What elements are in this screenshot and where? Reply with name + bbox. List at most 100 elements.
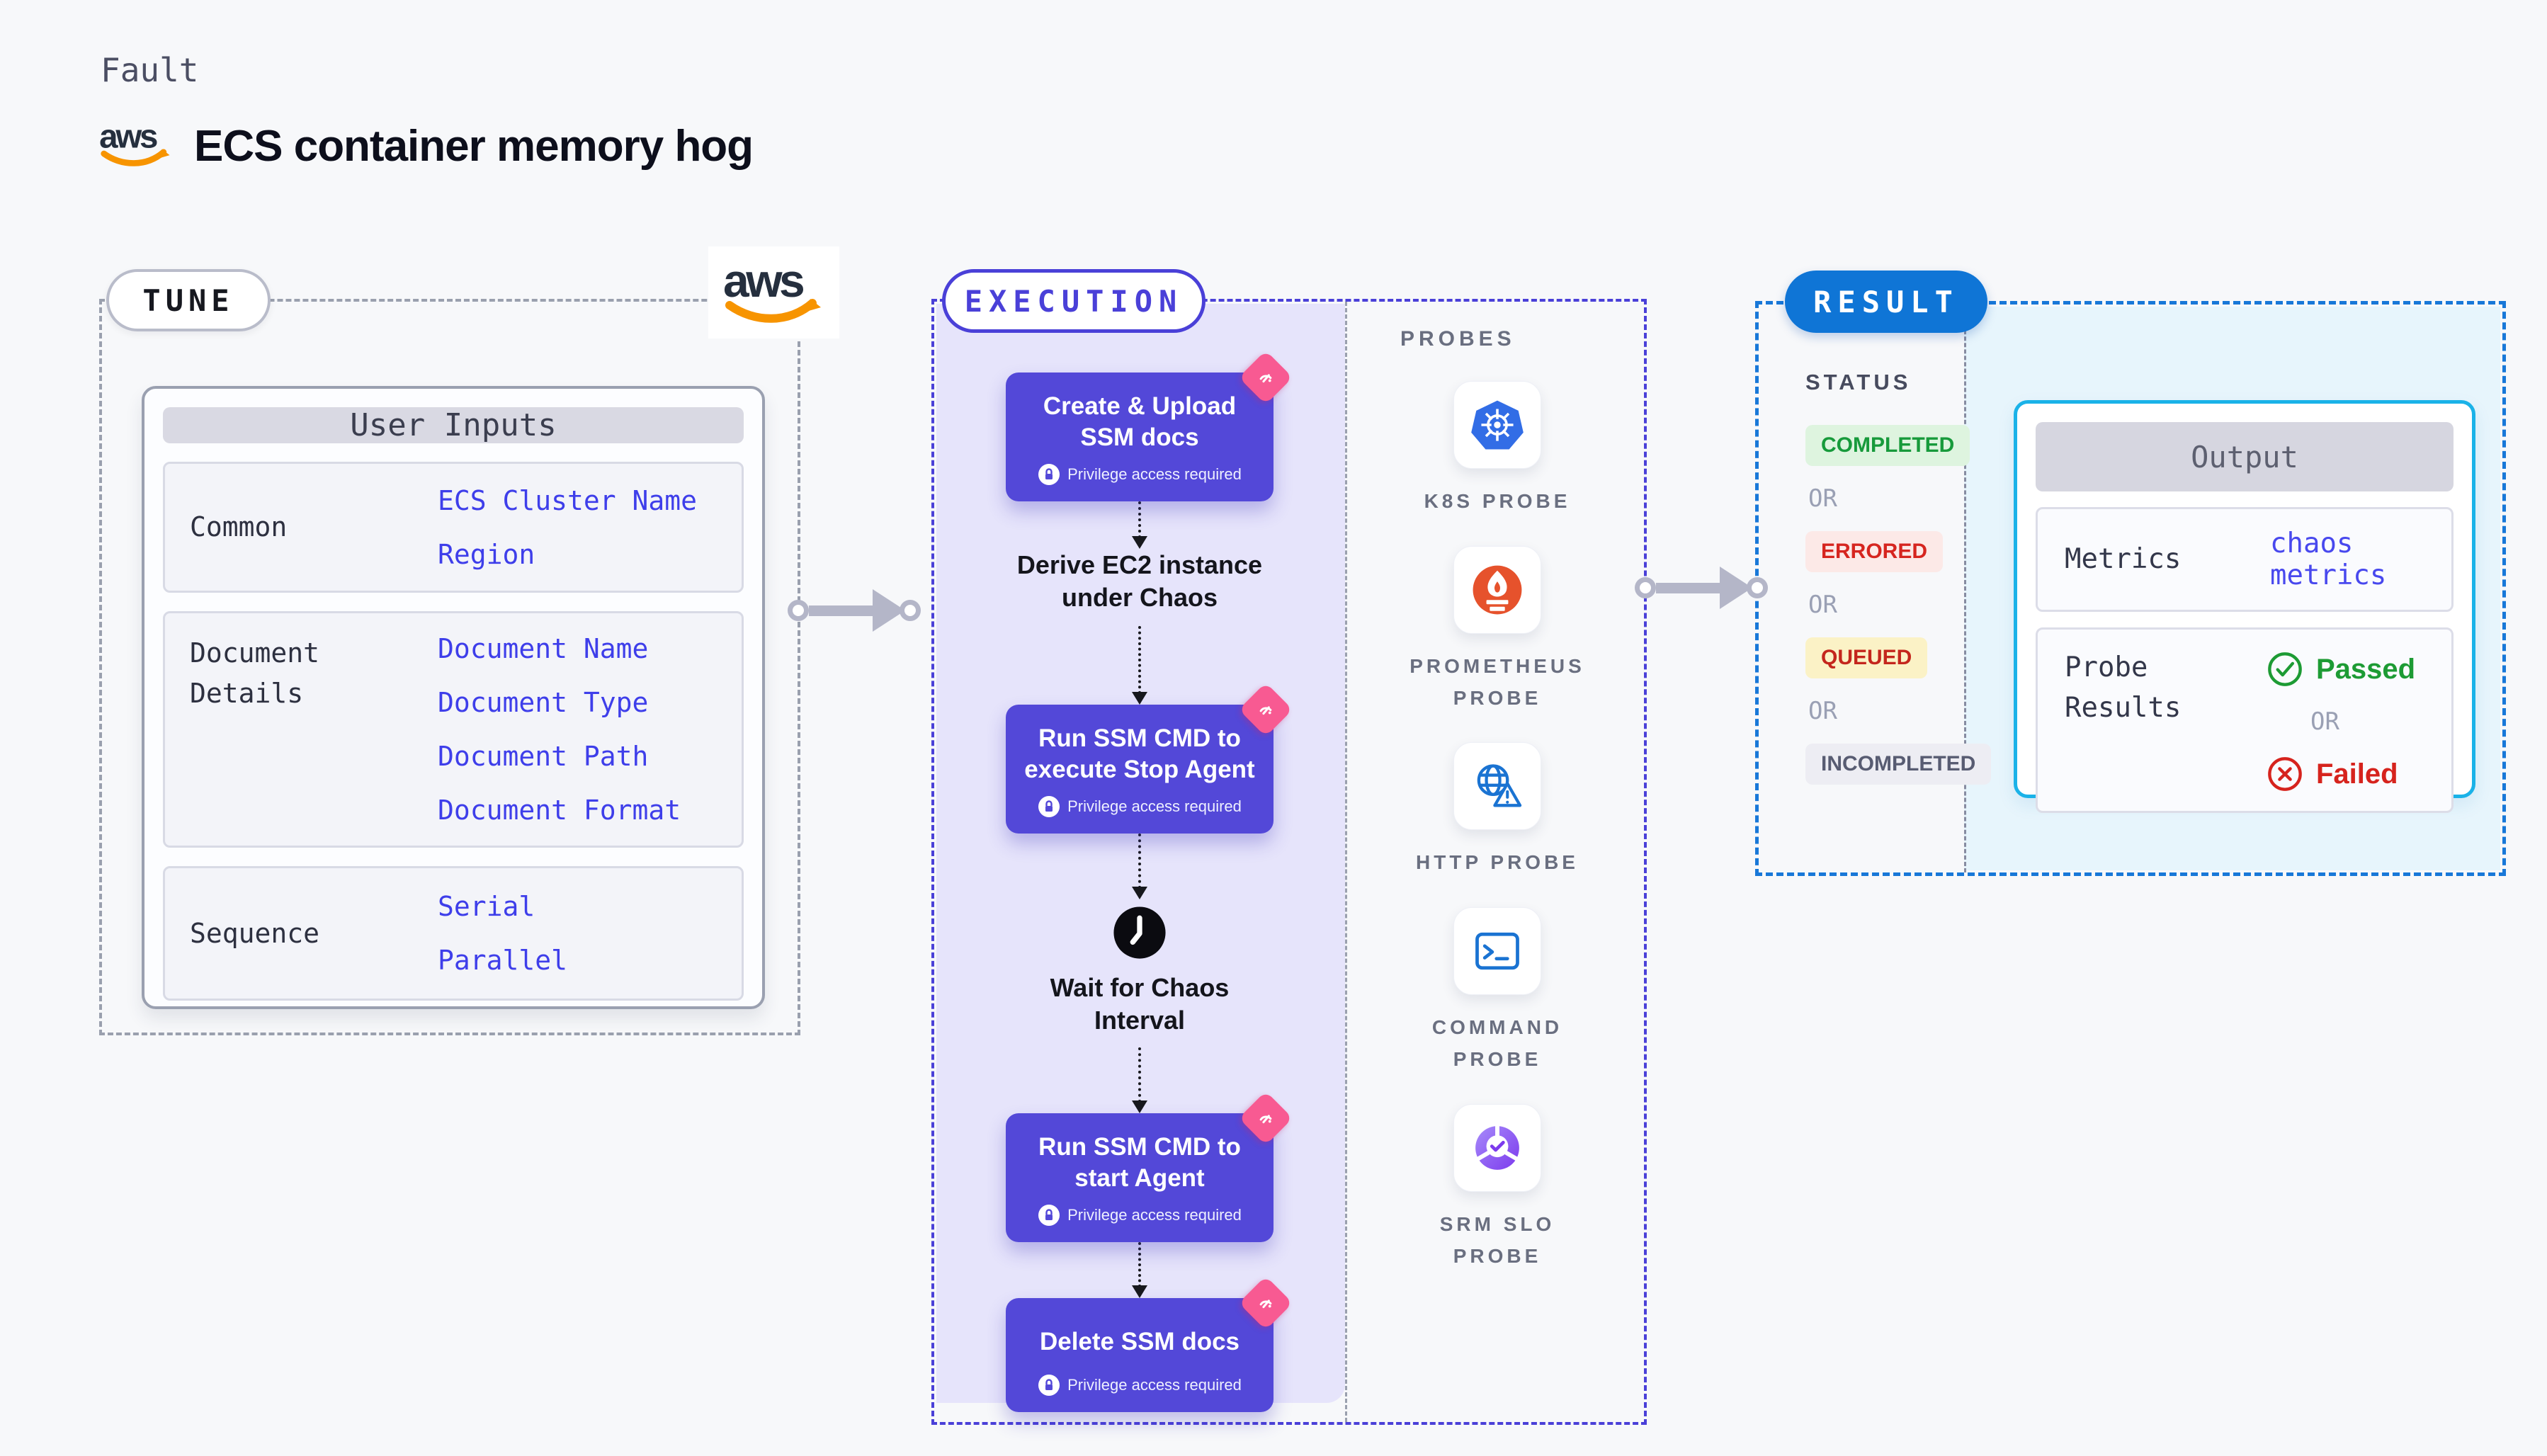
probe-http: HTTP PROBE (1416, 742, 1579, 879)
terminal-icon (1453, 907, 1541, 996)
privilege-note: Privilege access required (1038, 1204, 1242, 1227)
execution-section: Create & Upload SSM docs Privilege acces… (931, 299, 1647, 1425)
input-value: Document Path (438, 741, 649, 772)
probe-results-label: Probe Results (2065, 652, 2182, 724)
svg-text:aws: aws (723, 257, 803, 307)
arrow-shaft (1656, 582, 1721, 593)
table-row-document-details: Document Details Document Name Document … (163, 611, 744, 848)
privilege-note-label: Privilege access required (1067, 465, 1242, 483)
result-badge-label: RESULT (1813, 284, 1959, 319)
table-row-sequence: Sequence Serial Parallel (163, 866, 744, 1001)
metrics-row: Metrics chaos metrics (2036, 507, 2454, 612)
probe-command: COMMAND PROBE (1402, 907, 1593, 1076)
row-values: ECS Cluster Name Region (438, 485, 697, 570)
privilege-note: Privilege access required (1038, 1374, 1242, 1397)
lock-icon (1038, 463, 1060, 485)
chaos-experiment-icon (1238, 1275, 1293, 1330)
aws-logo-icon: aws (98, 118, 174, 174)
or-label: OR (1808, 591, 1837, 619)
status-badge-queued: QUEUED (1805, 637, 1928, 678)
probe-results-values: Passed OR Failed (2267, 648, 2415, 792)
execution-badge: EXECUTION (942, 269, 1206, 333)
privilege-note-label: Privilege access required (1067, 1376, 1242, 1394)
tune-section (99, 299, 800, 1035)
user-inputs-header: User Inputs (163, 407, 744, 443)
probe-results-row: Probe Results Passed OR (2036, 627, 2454, 813)
execution-badge-label: EXECUTION (964, 283, 1184, 319)
table-row-common: Common ECS Cluster Name Region (163, 462, 744, 593)
input-value: Document Type (438, 687, 649, 718)
execution-steps: Create & Upload SSM docs Privilege acces… (934, 350, 1345, 1413)
user-inputs-table: User Inputs Common ECS Cluster Name Regi… (142, 386, 765, 1009)
probe-label: K8S PROBE (1424, 490, 1571, 512)
page-title: ECS container memory hog (194, 122, 754, 171)
status-column: STATUS COMPLETED OR ERRORED OR QUEUED OR… (1805, 370, 1992, 785)
passed-label: Passed (2316, 653, 2416, 685)
result-section: STATUS COMPLETED OR ERRORED OR QUEUED OR… (1755, 301, 2506, 876)
step-connector-arrowhead (1132, 692, 1147, 705)
http-globe-warning-icon (1453, 742, 1541, 831)
arrow-end-dot (1747, 577, 1768, 598)
probe-label: SRM SLO PROBE (1439, 1212, 1555, 1267)
arrow-start-dot (1635, 577, 1656, 598)
input-value: Parallel (438, 945, 568, 976)
step-run-ssm-start-agent: Run SSM CMD to start Agent Privilege acc… (1006, 1091, 1293, 1242)
prometheus-icon (1453, 545, 1541, 634)
aws-corner-logo-icon: aws (708, 246, 839, 339)
probe-srm-slo: SRM SLO PROBE (1402, 1103, 1593, 1273)
x-circle-icon (2268, 757, 2302, 791)
srm-slo-icon (1453, 1103, 1541, 1192)
tune-badge-label: TUNE (142, 283, 234, 318)
privilege-note-label: Privilege access required (1067, 797, 1242, 815)
row-label: Document Details (190, 637, 320, 709)
row-label: Common (190, 511, 288, 542)
lock-icon (1038, 1204, 1060, 1226)
step-title: Create & Upload SSM docs (1043, 392, 1237, 451)
step-connector (1138, 501, 1141, 538)
chaos-experiment-icon (1238, 1091, 1293, 1146)
result-divider (1964, 305, 1966, 872)
probe-prometheus: PROMETHEUS PROBE (1402, 545, 1593, 715)
title-row: aws ECS container memory hog (98, 118, 754, 174)
passed-line: Passed (2267, 651, 2415, 688)
probes-divider (1345, 302, 1347, 1422)
clock-icon (1113, 906, 1166, 959)
step-title: Delete SSM docs (1039, 1327, 1240, 1355)
status-badge-completed: COMPLETED (1805, 425, 1970, 466)
lock-icon (1038, 1375, 1060, 1397)
step-title: Run SSM CMD to execute Stop Agent (1024, 724, 1255, 783)
step-connector (1138, 626, 1141, 695)
or-label: OR (2310, 707, 2339, 736)
result-badge: RESULT (1785, 271, 1987, 333)
status-badge-errored: ERRORED (1805, 531, 1944, 572)
metrics-label: Metrics (2065, 542, 2182, 575)
step-connector-arrowhead (1132, 1100, 1147, 1114)
step-delete-ssm-docs: Delete SSM docs Privilege access require… (1006, 1275, 1293, 1413)
step-connector (1138, 1241, 1141, 1287)
failed-label: Failed (2316, 758, 2398, 790)
input-value: Region (438, 538, 535, 570)
row-label: Sequence (190, 917, 320, 949)
svg-text:aws: aws (99, 119, 157, 155)
chaos-experiment-icon (1238, 682, 1293, 737)
step-connector-arrowhead (1132, 535, 1147, 549)
tune-badge: TUNE (106, 269, 271, 331)
step-connector-arrowhead (1132, 1285, 1147, 1298)
lock-icon (1038, 795, 1060, 817)
kubernetes-icon (1453, 381, 1541, 469)
probe-label: PROMETHEUS PROBE (1409, 654, 1585, 709)
step-run-ssm-stop-agent: Run SSM CMD to execute Stop Agent Privil… (1006, 682, 1293, 834)
chaos-experiment-icon (1238, 350, 1293, 405)
metrics-value: chaos metrics (2270, 528, 2387, 591)
step-derive-ec2: Derive EC2 instance under Chaos (1016, 550, 1263, 613)
execution-to-result-arrow (1635, 567, 1768, 609)
row-values: Document Name Document Type Document Pat… (438, 633, 681, 826)
failed-line: Failed (2267, 756, 2398, 792)
input-value: Serial (438, 891, 535, 922)
step-create-upload-ssm-docs: Create & Upload SSM docs Privilege acces… (1006, 350, 1293, 501)
probe-label: HTTP PROBE (1416, 851, 1579, 874)
tune-to-execution-arrow (788, 589, 921, 632)
fault-kicker: Fault (101, 51, 199, 89)
step-connector (1138, 833, 1141, 889)
